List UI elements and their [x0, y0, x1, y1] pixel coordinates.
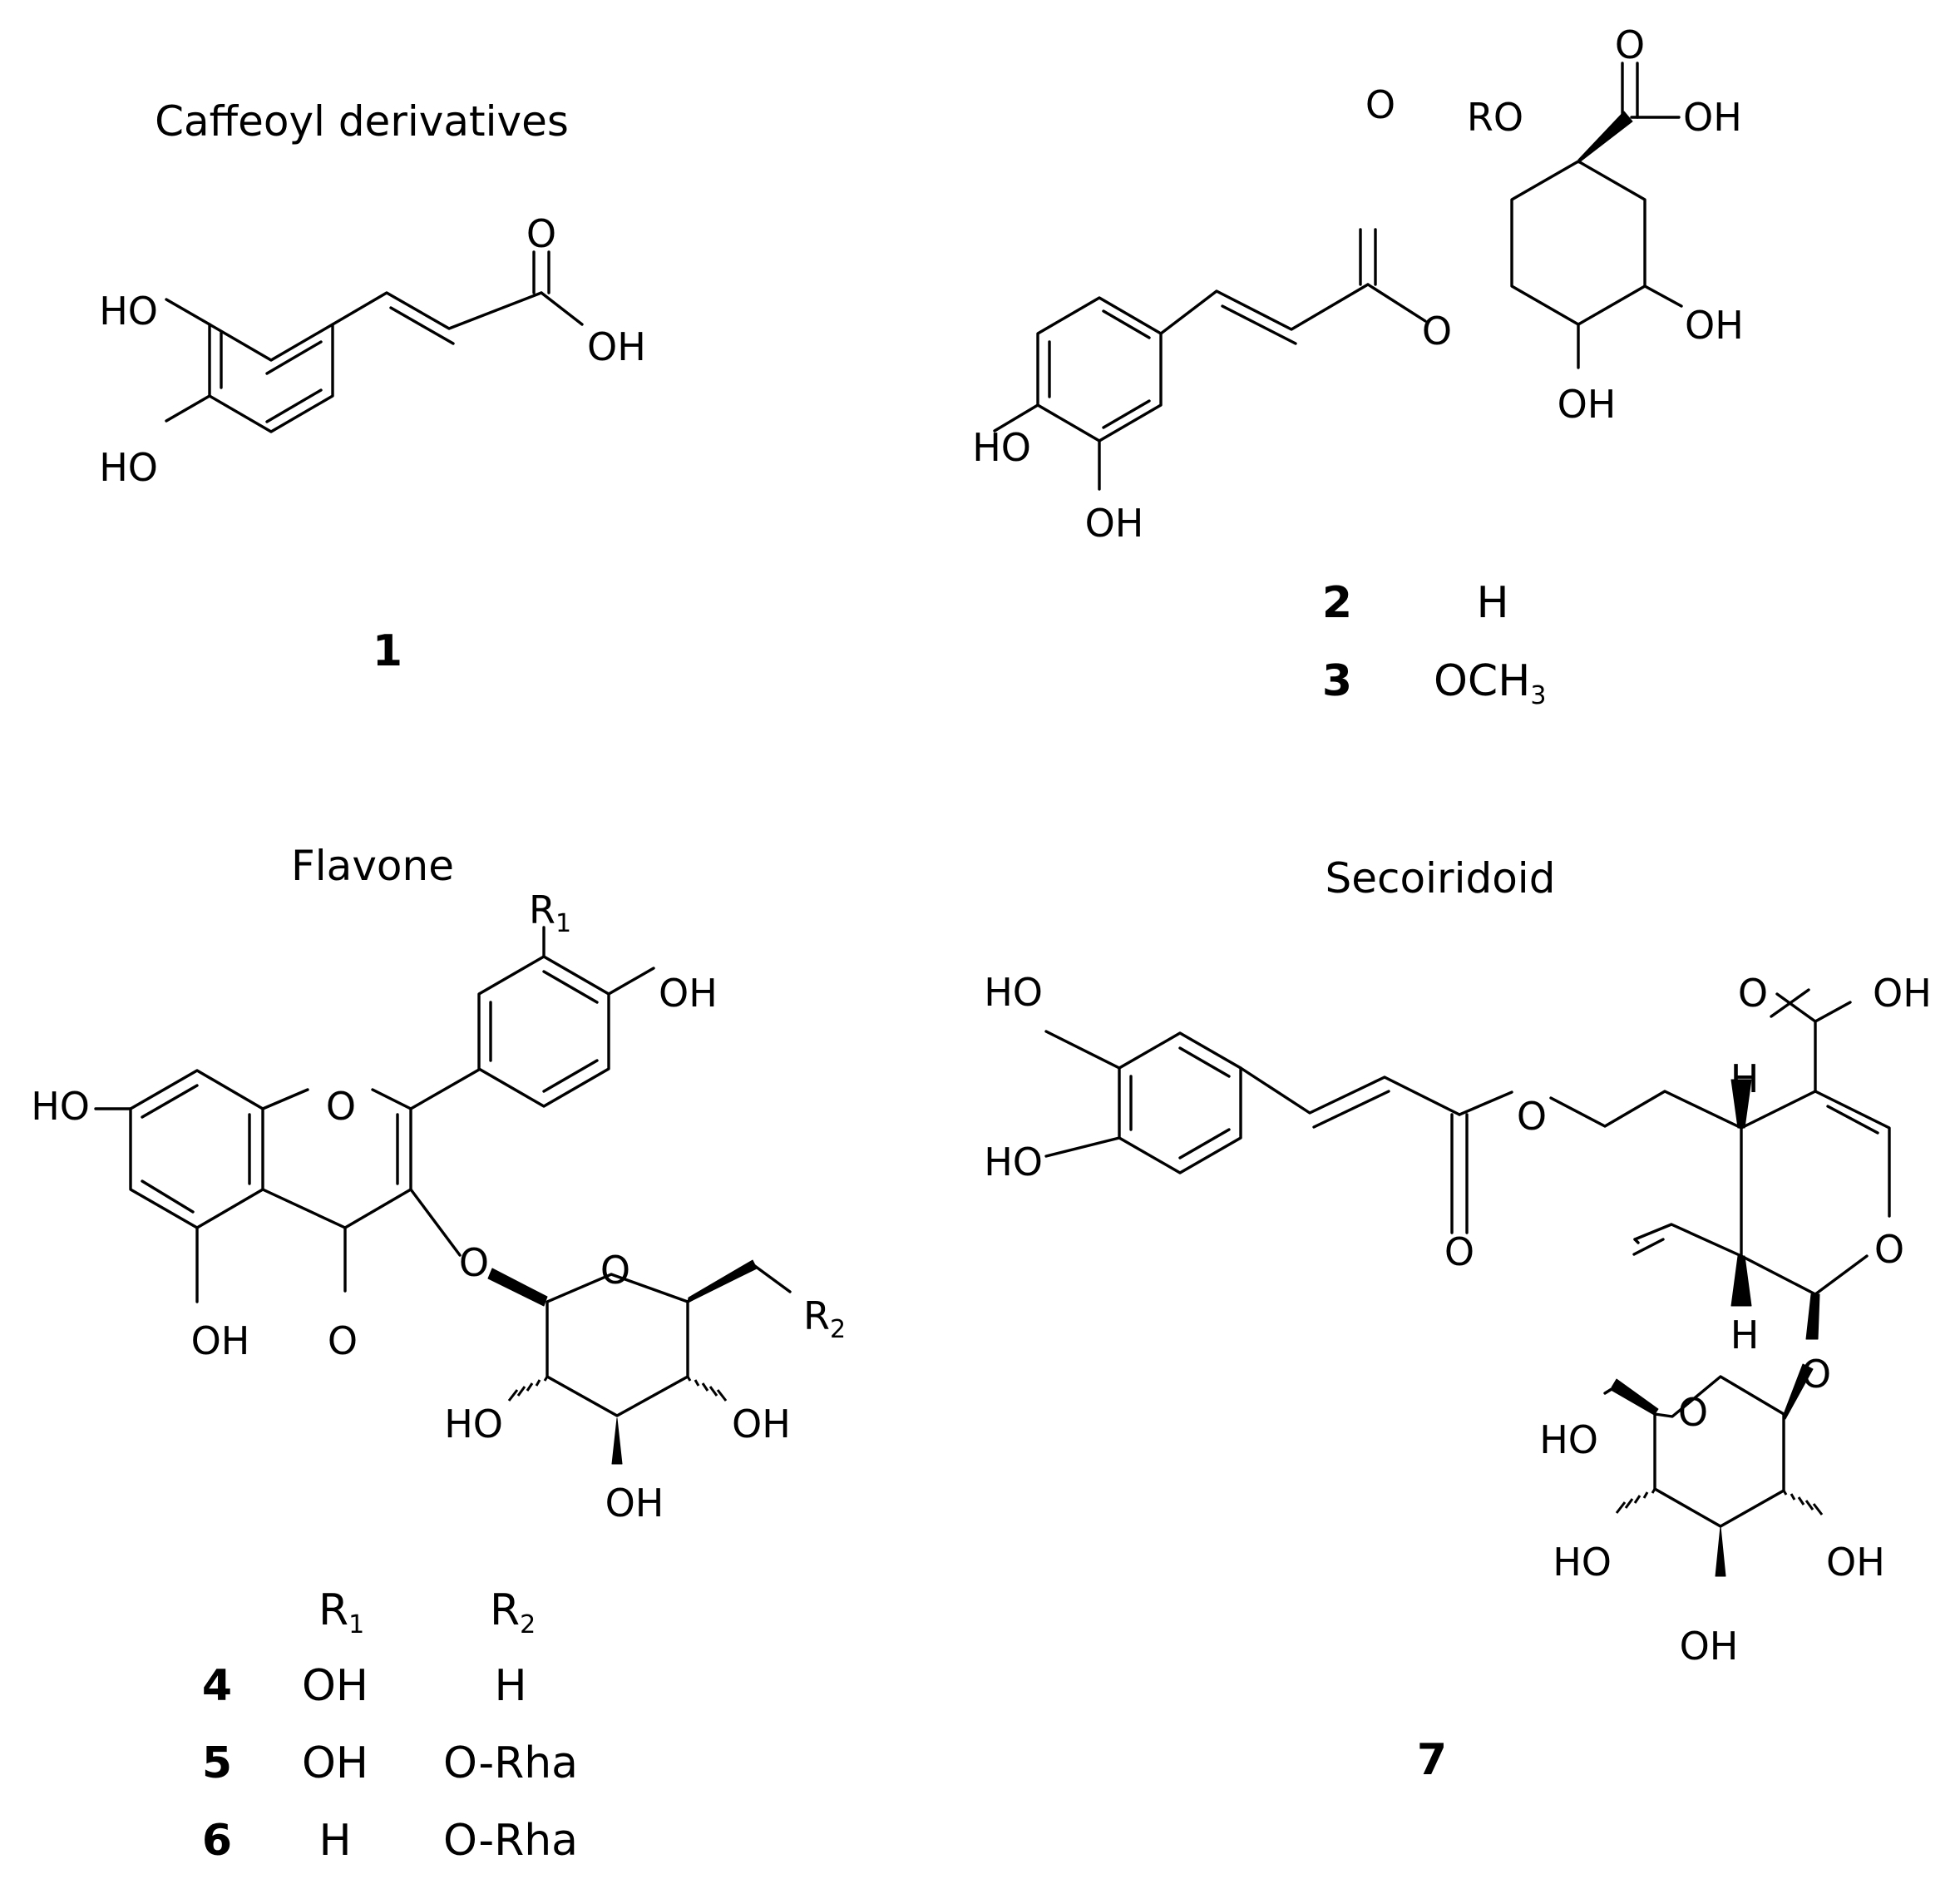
substituent-r2-compound-6: O-Rha: [443, 1816, 578, 1866]
atom-ho-2a: HO: [972, 425, 1031, 470]
compound-number-2: 2: [1322, 578, 1352, 628]
atom-h-lower-7: H: [1730, 1313, 1760, 1357]
atom-oh-ring-3: OH: [1558, 382, 1617, 427]
atom-ho-sugar-flavone: HO: [444, 1402, 503, 1446]
atom-o-ring-sugar-7: O: [1678, 1390, 1708, 1435]
substituent-r1-compound-6: H: [318, 1816, 351, 1866]
atom-oh-acid-1: OH: [587, 324, 646, 369]
substituent-r1-compound-4: OH: [302, 1661, 368, 1711]
atom-o-ring-flavone: O: [326, 1084, 356, 1129]
heading-flavone: Flavone: [291, 842, 454, 890]
atom-o-acid-2: O: [1615, 22, 1645, 67]
atom-oh-acid-2: OH: [1683, 95, 1742, 140]
atom-oh-sugar-flavone-a: OH: [732, 1402, 791, 1446]
atom-o-ring-sugar-flavone: O: [600, 1248, 630, 1293]
atom-r1-flavone: R1: [529, 888, 571, 938]
substituent-r1-compound-5: OH: [302, 1738, 368, 1788]
atom-oh-acid-7: OH: [1873, 971, 1932, 1016]
atom-ho-1a: HO: [99, 289, 158, 334]
table-header-r2: R2: [490, 1585, 536, 1639]
heading-caffeoyl-derivatives: Caffeoyl derivatives: [155, 97, 569, 146]
atom-o-ring-pyran-7: O: [1874, 1227, 1904, 1272]
atom-ho-sugar-7b: HO: [1553, 1540, 1612, 1585]
compound-number-5: 5: [202, 1738, 232, 1788]
atom-r2-flavone: R2: [803, 1293, 846, 1344]
table-header-r1: R1: [318, 1585, 364, 1639]
atom-o-ester-2: O: [1422, 309, 1452, 354]
atom-oh-2b: OH: [1085, 501, 1144, 546]
substituent-r2-compound-4: H: [494, 1661, 526, 1711]
structure-compound-4-6: HO O OH O O O R2 R1 OH HO OH OH: [31, 888, 846, 1525]
atom-oh-flavone-5: OH: [191, 1318, 250, 1363]
atom-oh-flavone-4p: OH: [659, 971, 718, 1016]
atom-o-carbonyl-flavone: O: [328, 1318, 358, 1363]
atom-ho-sugar-7a: HO: [1539, 1417, 1598, 1462]
heading-secoiridoid: Secoiridoid: [1326, 854, 1556, 902]
atom-o-glycosidic-flavone: O: [459, 1240, 489, 1285]
atom-oh-sugar-7c: OH: [1826, 1540, 1885, 1585]
atom-oh-sugar-flavone-b: OH: [605, 1481, 664, 1525]
atom-ro-2: RO: [1467, 95, 1523, 140]
compound-number-7: 7: [1417, 1735, 1447, 1785]
atom-ho-7b: HO: [984, 1140, 1043, 1184]
atom-ho-1b: HO: [99, 445, 158, 490]
atom-ho-7a: HO: [984, 970, 1043, 1015]
atom-oh-ring-2: OH: [1685, 303, 1744, 348]
compound-number-1: 1: [373, 626, 402, 676]
atom-o-carbonyl-1: O: [526, 211, 556, 256]
atom-o-carbonyl-2: O: [1365, 82, 1395, 127]
compound-number-6: 6: [202, 1816, 232, 1866]
atom-o-carbonyl-acid-7: O: [1738, 971, 1768, 1016]
structure-compound-2-3: HO OH O O RO O OH OH OH: [972, 22, 1744, 546]
atom-oh-sugar-7d: OH: [1680, 1624, 1739, 1669]
substituent-r-compound-2: H: [1476, 578, 1508, 628]
atom-o-carbonyl-7: O: [1444, 1229, 1474, 1274]
structure-compound-7: HO HO O O H H O OH O O O HO HO OH OH: [984, 970, 1932, 1669]
compound-number-4: 4: [202, 1661, 232, 1711]
atom-o-glycosidic-7: O: [1801, 1352, 1831, 1397]
compound-number-3: 3: [1322, 656, 1352, 706]
structure-compound-1: HO HO O OH: [99, 211, 646, 490]
atom-ho-flavone-7: HO: [31, 1084, 90, 1129]
substituent-r-compound-3: OCH3: [1434, 656, 1546, 710]
atom-h-upper-7: H: [1730, 1056, 1760, 1101]
substituent-r2-compound-5: O-Rha: [443, 1738, 578, 1788]
atom-o-ester-7: O: [1517, 1094, 1547, 1139]
